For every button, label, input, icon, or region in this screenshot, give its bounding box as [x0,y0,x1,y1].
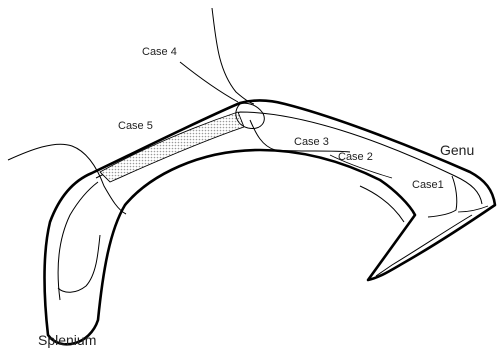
case1-label: Case1 [412,179,444,191]
inner-contour-lower [376,215,472,276]
case5-label: Case 5 [118,120,153,132]
case3-label: Case 3 [294,136,329,148]
genu-label: Genu [440,142,474,158]
case4-label: Case 4 [142,46,177,58]
inner-contour-splenium [58,182,98,300]
case2-label: Case 2 [338,151,373,163]
case1-right-line [458,206,488,212]
splenium-label: Splenium [38,332,96,348]
splenium-region-line [58,235,100,292]
inner-contour-genu-bend [360,186,404,222]
outer-outline [45,100,496,344]
